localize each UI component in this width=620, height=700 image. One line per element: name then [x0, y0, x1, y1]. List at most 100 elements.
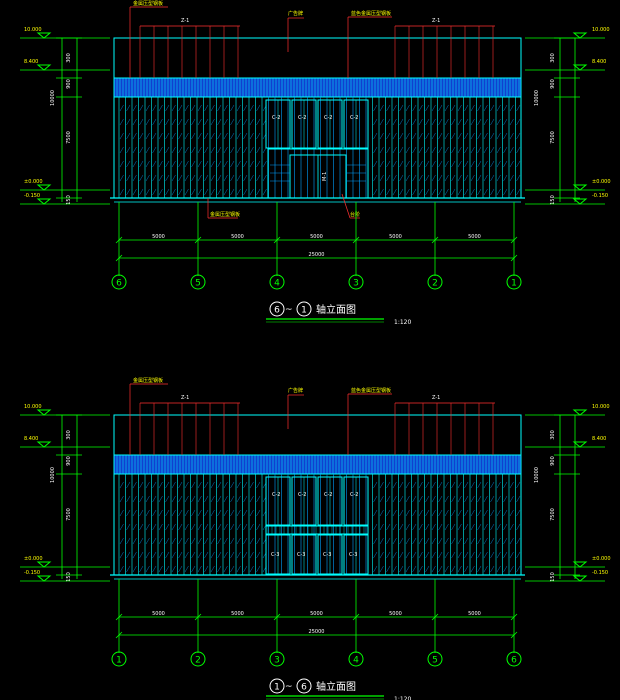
axis-bubble: [269, 274, 285, 290]
cladding-hatch: [425, 565, 430, 573]
window-tag: C-2: [350, 492, 358, 498]
cladding-hatch: [451, 188, 456, 196]
cladding-hatch: [496, 551, 501, 559]
cladding-hatch: [230, 188, 235, 196]
cladding-hatch: [379, 481, 384, 489]
cladding-hatch: [217, 188, 222, 196]
level-label-left: 10.000: [24, 27, 42, 33]
cladding-hatch: [171, 132, 176, 140]
cladding-hatch: [444, 481, 449, 489]
cladding-hatch: [470, 523, 475, 531]
axis-label: 5: [195, 279, 201, 289]
cladding-hatch: [158, 565, 163, 573]
cladding-hatch: [418, 160, 423, 168]
cladding-hatch: [392, 188, 397, 196]
cladding-hatch: [438, 118, 443, 126]
cladding-hatch: [379, 537, 384, 545]
cladding-hatch: [184, 537, 189, 545]
cladding-hatch: [191, 174, 196, 182]
dim-tick: [510, 236, 518, 244]
cladding-hatch: [191, 495, 196, 503]
cladding-hatch: [509, 565, 514, 573]
cladding-hatch: [249, 174, 254, 182]
window-tag: C-2: [298, 115, 306, 121]
axis-label: 5: [432, 656, 438, 666]
cladding-hatch: [431, 174, 436, 182]
cladding-hatch: [126, 565, 131, 573]
cladding-hatch: [431, 146, 436, 154]
cladding-hatch: [139, 551, 144, 559]
level-label-left: 8.400: [24, 59, 38, 65]
axis-bubble: [111, 651, 127, 667]
level-triangle: [572, 184, 588, 191]
level-triangle: [36, 184, 52, 191]
cladding-hatch: [230, 523, 235, 531]
door-tag: M-1: [322, 172, 328, 181]
cladding-hatch: [373, 565, 378, 573]
cladding-hatch: [438, 523, 443, 531]
cladding-hatch: [464, 509, 469, 517]
zz-label-right: Z-1: [432, 395, 440, 401]
cladding-hatch: [438, 188, 443, 196]
bay-dimension-text: 5000: [389, 234, 402, 240]
cladding-hatch: [243, 132, 248, 140]
cladding-hatch: [236, 481, 241, 489]
cladding-hatch: [438, 160, 443, 168]
cladding-hatch: [191, 160, 196, 168]
cladding-hatch: [152, 132, 157, 140]
cladding-hatch: [184, 551, 189, 559]
cladding-hatch: [431, 537, 436, 545]
cladding-hatch: [386, 104, 391, 112]
cladding-hatch: [503, 104, 508, 112]
cladding-hatch: [152, 537, 157, 545]
side-dimension-text: 7500: [550, 508, 556, 521]
cladding-hatch: [184, 523, 189, 531]
dim-tick: [115, 254, 123, 262]
cladding-hatch: [158, 174, 163, 182]
cladding-hatch: [230, 160, 235, 168]
cladding-hatch: [503, 495, 508, 503]
cladding-hatch: [451, 174, 456, 182]
dim-tick: [273, 236, 281, 244]
cladding-hatch: [256, 160, 261, 168]
level-triangle: [36, 198, 52, 205]
bay-dimension-text: 5000: [152, 611, 165, 617]
cladding-hatch: [184, 174, 189, 182]
cladding-hatch: [165, 160, 170, 168]
cladding-hatch: [444, 104, 449, 112]
cladding-hatch: [152, 523, 157, 531]
cladding-hatch: [210, 188, 215, 196]
cladding-hatch: [204, 551, 209, 559]
cladding-hatch: [392, 132, 397, 140]
cladding-hatch: [139, 118, 144, 126]
cladding-hatch: [509, 160, 514, 168]
cladding-hatch: [483, 495, 488, 503]
cladding-hatch: [386, 509, 391, 517]
cladding-hatch: [223, 160, 228, 168]
level-triangle: [572, 409, 588, 416]
cladding-hatch: [392, 160, 397, 168]
cladding-hatch: [191, 523, 196, 531]
cladding-hatch: [405, 523, 410, 531]
cladding-hatch: [184, 495, 189, 503]
cladding-hatch: [158, 481, 163, 489]
cladding-hatch: [158, 104, 163, 112]
cladding-hatch: [152, 551, 157, 559]
cladding-hatch: [158, 118, 163, 126]
axis-bubble: [269, 651, 285, 667]
cladding-hatch: [197, 551, 202, 559]
cladding-hatch: [496, 118, 501, 126]
cladding-hatch: [399, 565, 404, 573]
cladding-hatch: [418, 481, 423, 489]
cladding-hatch: [379, 118, 384, 126]
cladding-hatch: [516, 537, 521, 545]
cladding-hatch: [132, 146, 137, 154]
cladding-hatch: [178, 537, 183, 545]
dim-tick: [431, 236, 439, 244]
cladding-hatch: [178, 132, 183, 140]
side-dimension-text: 10000: [50, 467, 56, 483]
cladding-hatch: [145, 118, 150, 126]
cladding-hatch: [483, 146, 488, 154]
cladding-hatch: [425, 146, 430, 154]
